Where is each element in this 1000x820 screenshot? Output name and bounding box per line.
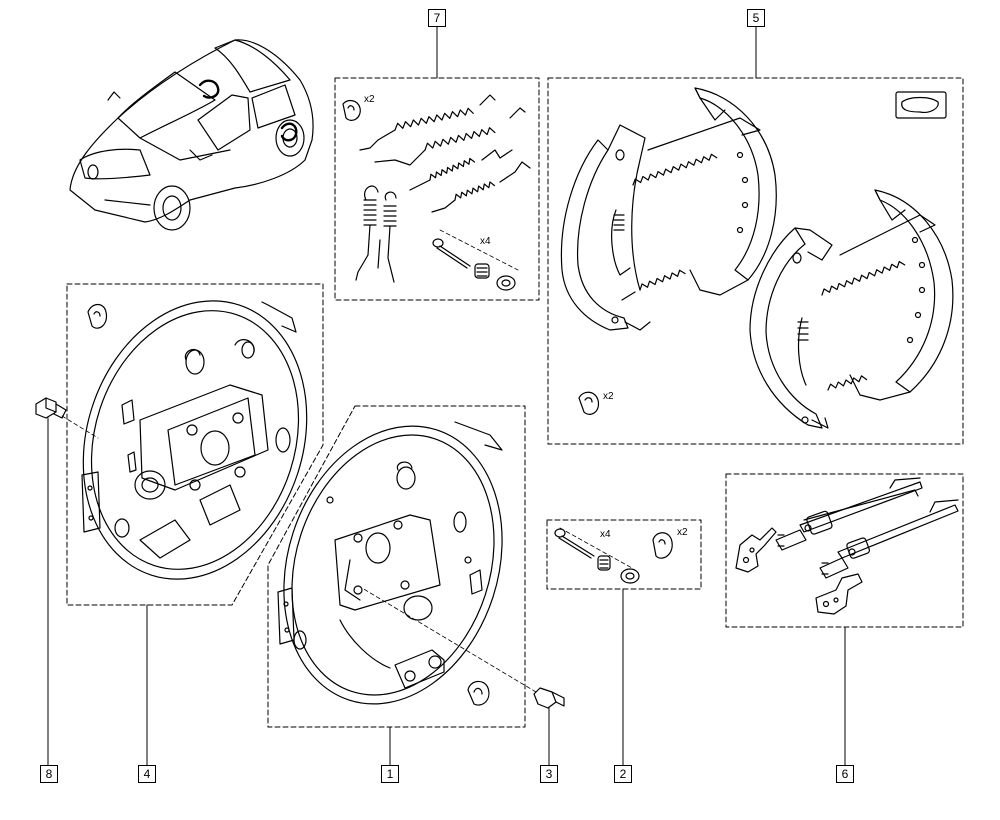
adjuster-lever-right [815,573,863,615]
shoe-return-spring-lower [621,269,686,301]
callout-2: 2 [614,765,632,783]
quantity-label: x2 [364,94,375,105]
brake-spring-lower [409,149,513,191]
shoe-return-spring-right-upper [821,260,906,296]
wear-indicator-pad [895,91,947,119]
quantity-label: x4 [600,529,611,540]
quantity-label: x4 [480,236,491,247]
hold-down-spring-right [383,191,397,283]
adjuster-strut-right [797,317,809,386]
hold-down-spring-left [355,185,381,281]
brake-shoe-left [560,87,777,331]
adjuster-strut-left [611,209,631,276]
shoe-return-spring-upper [632,153,718,186]
backing-plate-assembly-4 [35,283,324,766]
mounting-bolt-3 [361,587,565,709]
hold-down-kit-group [546,519,702,766]
brake-spring-long [359,94,496,151]
shoe-return-spring-right-lower [827,375,868,391]
callout-6: 6 [836,765,854,783]
quantity-label: x2 [677,527,688,538]
hold-down-pin-kit7 [432,229,519,271]
brake-spring-upper [374,107,526,166]
car-illustration [69,39,314,231]
adjuster-lever-left [735,527,777,573]
retainer-clip [342,99,361,121]
retainer-clip [578,391,600,415]
retainer-clip [87,303,108,329]
retainer-clip [467,680,490,706]
backing-plate-assembly-1 [267,405,565,766]
mounting-bolt-8 [35,397,99,439]
callout-5: 5 [747,9,765,27]
brake-shoe-right [749,189,954,429]
hold-down-cup-kit7 [474,263,516,291]
brake-shoe-kit-group [547,26,964,445]
quantity-label: x2 [603,391,614,402]
spring-kit-group [334,26,540,301]
callout-8: 8 [40,765,58,783]
callout-4: 4 [138,765,156,783]
brake-spring-bottom [431,161,531,213]
hold-down-pin-kit2 [554,527,633,569]
retainer-clip [652,532,673,559]
callout-1: 1 [381,765,399,783]
adjuster-kit-group [725,473,964,766]
callout-3: 3 [540,765,558,783]
adjuster-strut-lower [819,499,959,579]
callout-7: 7 [428,9,446,27]
adjuster-strut-upper [775,477,923,551]
backing-plate-1 [277,421,503,705]
backing-plate-4 [81,300,308,580]
